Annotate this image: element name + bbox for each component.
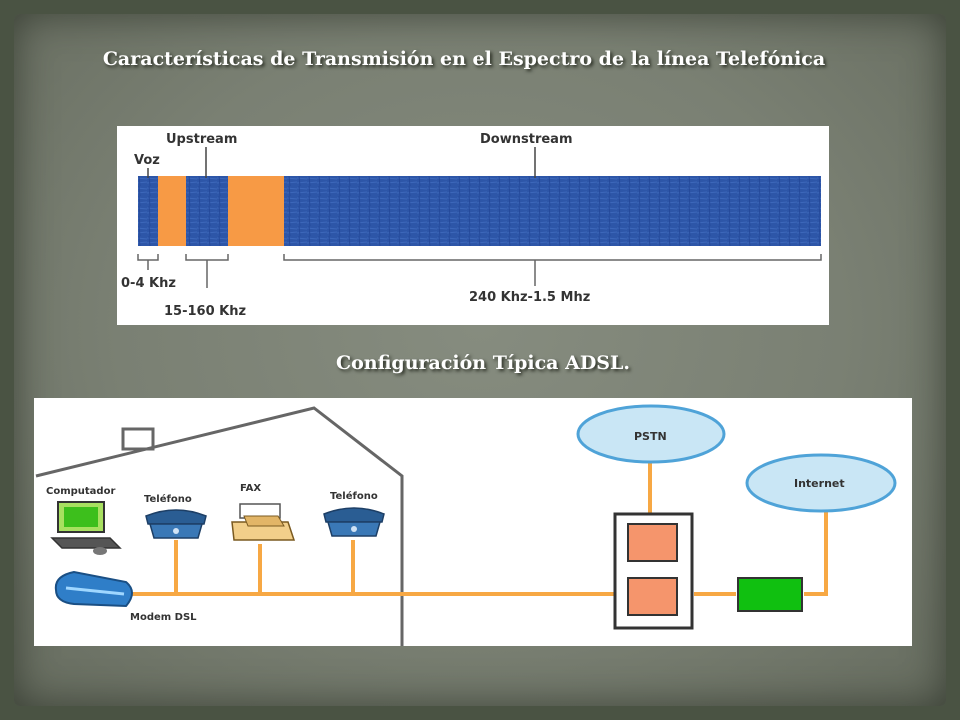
dslam-box bbox=[737, 577, 803, 612]
phone-2-icon bbox=[323, 507, 385, 537]
house-outline bbox=[35, 406, 404, 646]
spectrum-svg: Voz Upstream Downstream 0-4 Khz 15-160 K… bbox=[121, 132, 822, 319]
range-downstream: 240 Khz-1.5 Mhz bbox=[469, 290, 590, 305]
bracket-upstream bbox=[185, 254, 229, 288]
label-voz: Voz bbox=[134, 153, 160, 168]
label-computer: Computador bbox=[46, 486, 115, 497]
label-internet: Internet bbox=[794, 477, 845, 490]
range-upstream: 15-160 Khz bbox=[164, 304, 246, 319]
range-voz: 0-4 Khz bbox=[121, 276, 176, 291]
label-phone-2: Teléfono bbox=[330, 490, 378, 502]
band-guard-2 bbox=[228, 176, 284, 246]
splitter-upper-filter bbox=[627, 523, 678, 562]
adsl-svg: Computador Modem DSL Teléfono FAX bbox=[35, 404, 897, 646]
internet-cloud bbox=[745, 453, 897, 513]
wiring bbox=[92, 458, 828, 596]
house-chimney bbox=[121, 427, 155, 451]
label-fax: FAX bbox=[240, 483, 261, 494]
label-pstn: PSTN bbox=[634, 430, 667, 443]
label-upstream: Upstream bbox=[166, 132, 237, 147]
computer-icon bbox=[50, 501, 122, 555]
band-downstream bbox=[284, 176, 821, 246]
label-downstream: Downstream bbox=[480, 132, 573, 147]
splitter-lower-filter bbox=[627, 577, 678, 616]
bracket-voz bbox=[137, 254, 159, 270]
spectrum-title: Características de Transmisión en el Esp… bbox=[102, 48, 826, 70]
label-modem: Modem DSL bbox=[130, 612, 197, 623]
modem-icon bbox=[54, 570, 133, 608]
adsl-diagram: Computador Modem DSL Teléfono FAX bbox=[34, 398, 912, 646]
fax-icon bbox=[231, 503, 296, 541]
phone-1-icon bbox=[145, 509, 207, 539]
spectrum-diagram: Voz Upstream Downstream 0-4 Khz 15-160 K… bbox=[117, 126, 829, 325]
pstn-cloud bbox=[576, 404, 726, 464]
band-voz bbox=[138, 176, 158, 246]
band-guard-1 bbox=[158, 176, 186, 246]
bracket-downstream bbox=[283, 254, 822, 286]
label-phone-1: Teléfono bbox=[144, 493, 192, 505]
adsl-title: Configuración Típica ADSL. bbox=[336, 352, 630, 374]
band-upstream bbox=[186, 176, 228, 246]
